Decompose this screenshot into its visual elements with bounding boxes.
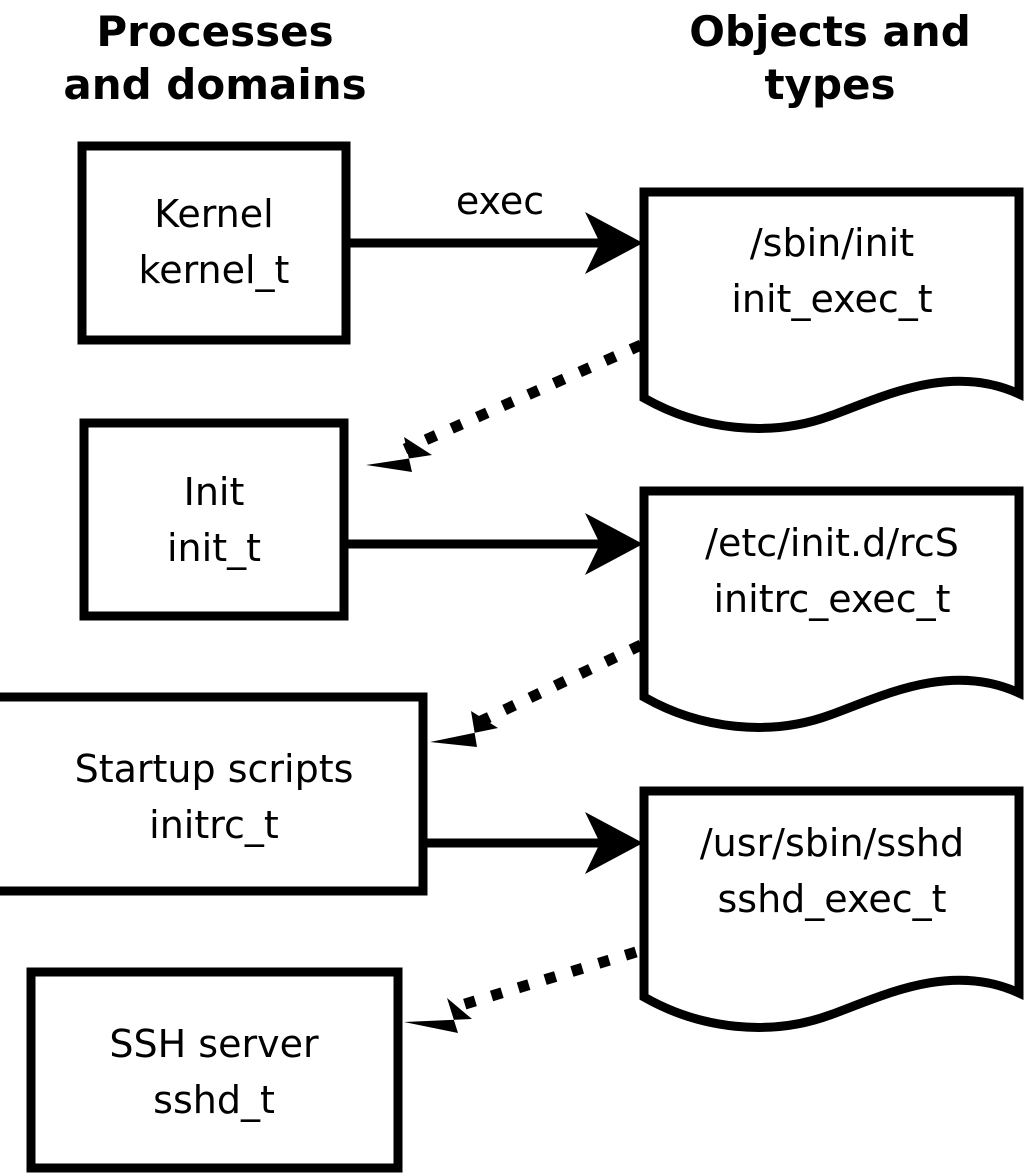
process-name-initrc: Startup scripts <box>75 747 354 791</box>
objects-header-line2: types <box>764 60 895 109</box>
process-box[interactable] <box>26 967 403 1173</box>
arrow-head-icon <box>585 212 643 274</box>
document-shape[interactable] <box>639 486 1024 732</box>
edge-init-exec-to-init <box>366 339 644 472</box>
object-path-sshd-exec: /usr/sbin/sshd <box>700 821 964 865</box>
process-name-sshd: SSH server <box>109 1022 319 1066</box>
object-type-sshd-exec: sshd_exec_t <box>717 877 946 921</box>
process-type-kernel: kernel_t <box>139 248 290 292</box>
arrow-head-icon <box>585 812 643 874</box>
edge-kernel-exec-init-exec: exec <box>350 179 643 274</box>
arrow-head-icon <box>366 437 432 472</box>
column-header-processes: Processes and domains <box>63 7 366 109</box>
arrow-head-icon <box>585 513 643 575</box>
object-path-init-exec: /sbin/init <box>750 221 914 265</box>
process-type-initrc: initrc_t <box>149 803 279 847</box>
process-node-initrc[interactable]: Startup scripts initrc_t <box>0 692 428 896</box>
process-type-init: init_t <box>167 526 261 570</box>
edge-initrc-exec-to-initrc <box>430 640 644 747</box>
process-box[interactable] <box>77 141 351 345</box>
edge-line <box>402 339 644 455</box>
edge-line <box>450 946 638 1014</box>
object-node-initrc-exec[interactable]: /etc/init.d/rcS initrc_exec_t <box>639 486 1024 732</box>
process-type-sshd: sshd_t <box>153 1078 275 1122</box>
object-node-sshd-exec[interactable]: /usr/sbin/sshd sshd_exec_t <box>639 786 1024 1032</box>
edge-initrc-exec-sshd-exec <box>427 812 643 874</box>
document-shape[interactable] <box>639 187 1024 433</box>
process-node-kernel[interactable]: Kernel kernel_t <box>77 141 351 345</box>
arrow-head-icon <box>430 711 498 747</box>
edge-label-exec: exec <box>456 179 544 223</box>
object-node-init-exec[interactable]: /sbin/init init_exec_t <box>639 187 1024 433</box>
objects-header-line1: Objects and <box>689 7 971 56</box>
object-path-initrc-exec: /etc/init.d/rcS <box>705 521 959 565</box>
process-box[interactable] <box>79 418 349 621</box>
process-node-sshd[interactable]: SSH server sshd_t <box>26 967 403 1173</box>
processes-header-line1: Processes <box>96 7 333 56</box>
process-node-init[interactable]: Init init_t <box>79 418 349 621</box>
processes-header-line2: and domains <box>63 60 366 109</box>
edge-sshd-exec-to-sshd <box>404 946 638 1033</box>
document-shape[interactable] <box>639 786 1024 1032</box>
process-name-kernel: Kernel <box>154 192 273 236</box>
process-box[interactable] <box>0 692 428 896</box>
process-name-init: Init <box>184 470 245 514</box>
object-type-init-exec: init_exec_t <box>731 277 932 321</box>
object-type-initrc-exec: initrc_exec_t <box>714 577 951 621</box>
edge-line <box>474 640 644 728</box>
arrow-head-icon <box>404 998 472 1033</box>
edge-init-exec-initrc-exec <box>348 513 643 575</box>
column-header-objects: Objects and types <box>689 7 971 109</box>
